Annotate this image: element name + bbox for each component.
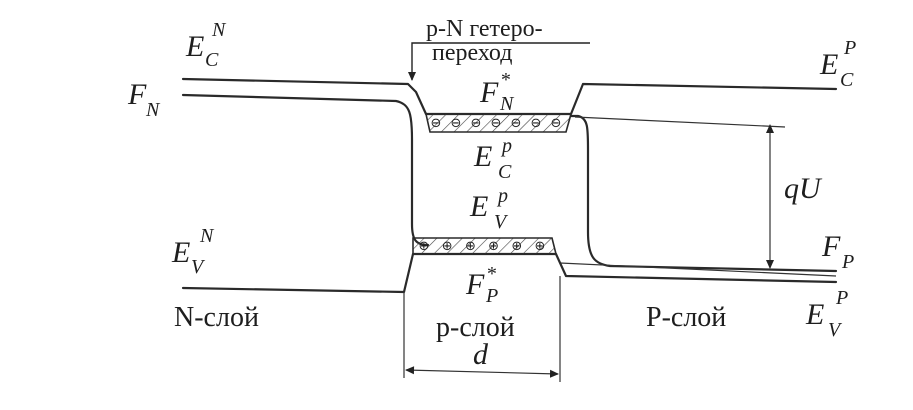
label-ec-p-small: E C p (473, 135, 512, 183)
electron-symbol: ⊖ (471, 116, 482, 131)
hole-symbol: ⊕ (442, 239, 453, 254)
label-d: d (473, 338, 489, 371)
label-ec-p: E C P (819, 37, 856, 91)
label-fp-star: F P * (465, 263, 498, 307)
hole-symbols: ⊕ ⊕ ⊕ ⊕ ⊕ ⊕ (419, 239, 546, 254)
label-ev-p-small: E V p (469, 185, 509, 233)
svg-text:V: V (494, 211, 509, 233)
valence-band-edge (181, 252, 838, 294)
svg-text:V: V (828, 319, 843, 341)
svg-text:P: P (843, 37, 856, 59)
label-ev-p: E V P (805, 287, 848, 341)
svg-text:P: P (485, 285, 498, 307)
svg-text:*: * (500, 69, 510, 91)
svg-text:N: N (145, 99, 161, 121)
fp-reference-line (559, 262, 837, 277)
electron-well-region (425, 113, 573, 133)
svg-text:*: * (486, 263, 496, 285)
svg-text:p: p (496, 185, 508, 207)
label-p-layer-small: p-слой (436, 312, 515, 343)
svg-text:p: p (500, 135, 512, 157)
hole-symbol: ⊕ (465, 239, 476, 254)
qu-top-reference-line (574, 116, 786, 128)
svg-text:E: E (185, 30, 204, 63)
label-junction-line1: p-N гетеро- (426, 16, 543, 42)
svg-text:P: P (841, 251, 854, 273)
svg-text:E: E (819, 48, 838, 81)
electron-symbols: ⊖ ⊖ ⊖ ⊖ ⊖ ⊖ ⊖ (431, 116, 562, 131)
hole-symbol: ⊕ (488, 239, 499, 254)
svg-text:F: F (821, 230, 841, 263)
electron-symbol: ⊖ (451, 116, 462, 131)
svg-text:V: V (191, 256, 206, 278)
fermi-level-n (181, 93, 430, 247)
label-fn-star: F N * (479, 69, 515, 115)
svg-text:P: P (835, 287, 848, 309)
svg-text:N: N (199, 225, 215, 247)
svg-text:C: C (205, 49, 219, 71)
svg-text:E: E (805, 298, 824, 331)
electron-symbol: ⊖ (491, 116, 502, 131)
label-fn: F N (127, 78, 161, 121)
svg-text:F: F (465, 268, 485, 301)
svg-text:E: E (171, 236, 190, 269)
svg-text:N: N (499, 93, 515, 115)
svg-text:E: E (473, 140, 492, 173)
svg-text:F: F (127, 78, 147, 111)
d-arrow (405, 366, 559, 378)
electron-symbol: ⊖ (531, 116, 542, 131)
hole-symbol: ⊕ (511, 239, 522, 254)
svg-text:F: F (479, 76, 499, 109)
svg-text:C: C (840, 69, 854, 91)
hole-symbol: ⊕ (535, 239, 546, 254)
label-n-layer: N-слой (174, 302, 259, 333)
svg-text:E: E (469, 190, 488, 223)
svg-text:N: N (211, 19, 227, 41)
electron-symbol: ⊖ (551, 116, 562, 131)
hole-symbol: ⊕ (419, 239, 430, 254)
label-ev-n: E V N (171, 225, 215, 278)
hole-well-region (412, 237, 558, 255)
label-junction-line2: переход (432, 40, 512, 66)
svg-text:C: C (498, 161, 512, 183)
label-ec-n: E C N (185, 19, 227, 71)
label-p-layer-big: P-слой (646, 302, 726, 333)
label-fp: F P (821, 230, 854, 273)
label-qu: qU (784, 172, 823, 205)
electron-symbol: ⊖ (431, 116, 442, 131)
electron-symbol: ⊖ (511, 116, 522, 131)
fermi-level-p (569, 114, 838, 273)
junction-pointer (408, 42, 590, 81)
